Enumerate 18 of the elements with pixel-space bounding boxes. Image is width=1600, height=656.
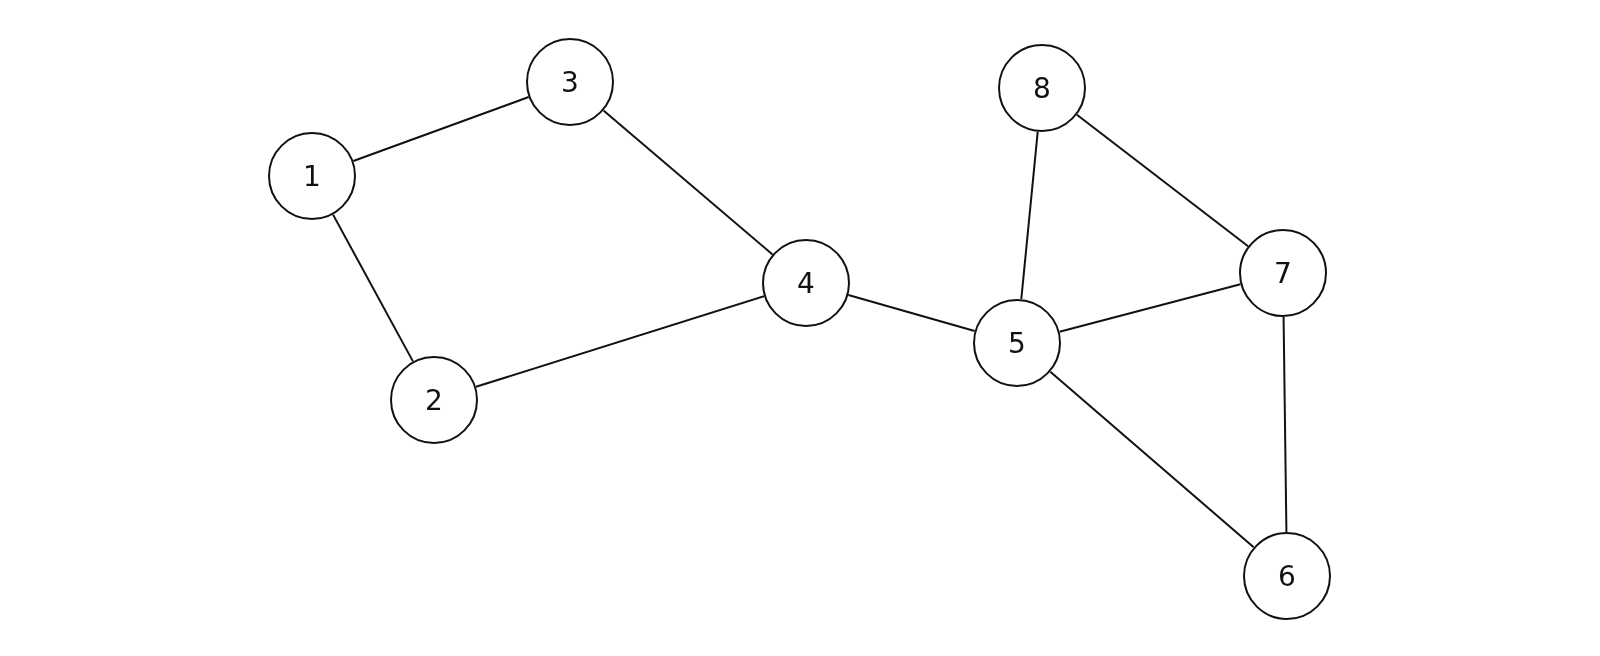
edge-line [1020,130,1039,301]
node-label: 6 [1278,559,1296,593]
edge-line [474,295,766,388]
edge-line [1075,113,1250,248]
node-label: 1 [303,159,321,193]
edge-line [1058,283,1242,333]
edge-line [332,213,414,363]
node-label: 4 [797,266,815,300]
node-label: 7 [1274,256,1292,290]
node-label: 8 [1033,71,1051,105]
edge-line [1049,370,1255,549]
edge-line [602,109,774,256]
edge-line [1282,316,1288,533]
node-label: 5 [1008,326,1026,360]
edge-line [352,96,530,162]
node-label: 3 [561,65,579,99]
edge-line [847,294,976,332]
node-label: 2 [425,383,443,417]
